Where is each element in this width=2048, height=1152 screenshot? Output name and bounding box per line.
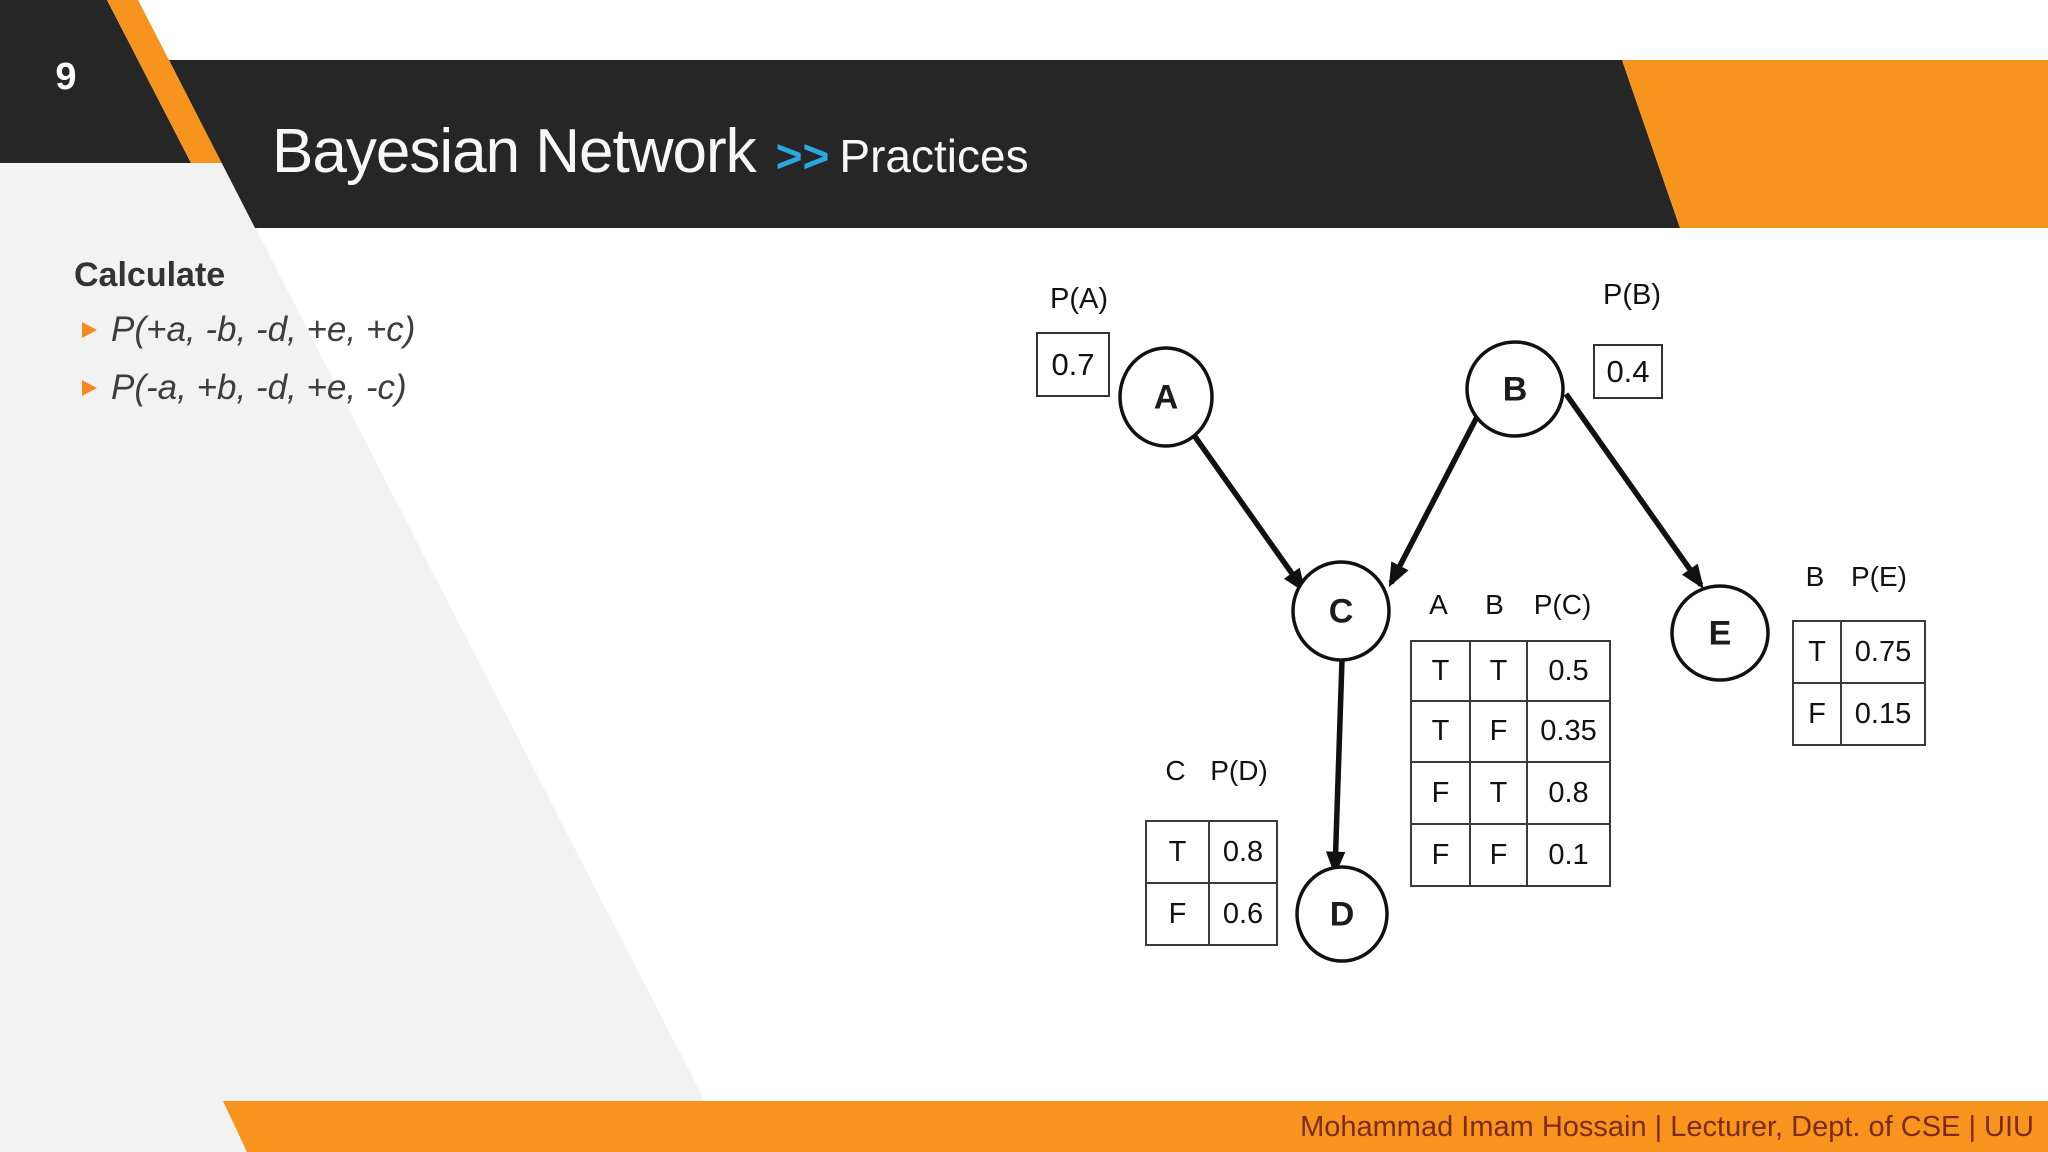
cpt-d-header: C P(D) bbox=[1145, 755, 1272, 787]
prior-b-label: P(B) bbox=[1603, 279, 1661, 311]
title-subtitle: Practices bbox=[839, 130, 1029, 182]
cpt-c-header-pc: P(C) bbox=[1533, 589, 1592, 620]
cpt-c-cell: F bbox=[1469, 700, 1528, 763]
node-e-label: E bbox=[1708, 614, 1732, 653]
cpt-c-cell: T bbox=[1469, 640, 1528, 702]
cpt-c-cell: F bbox=[1469, 823, 1528, 887]
gray-wedge-shape bbox=[0, 163, 731, 1152]
bullet-item: P(-a, +b, -d, +e, -c) bbox=[82, 364, 415, 412]
cpt-d-cell: T bbox=[1145, 820, 1210, 884]
bullet-item: P(+a, -b, -d, +e, +c) bbox=[82, 306, 415, 354]
footer-credit: Mohammad Imam Hossain | Lecturer, Dept. … bbox=[1300, 1111, 2034, 1143]
header-bar bbox=[169, 60, 1680, 228]
cpt-e-header-pe: P(E) bbox=[1851, 561, 1907, 592]
cpt-c-cell: F bbox=[1410, 761, 1471, 825]
cpt-c-header-a: A bbox=[1429, 589, 1448, 620]
node-c-circle bbox=[1291, 560, 1391, 662]
edge-a-c bbox=[1188, 429, 1306, 593]
cpt-d-header-c: C bbox=[1165, 755, 1186, 786]
cpt-e-header-b: B bbox=[1805, 561, 1825, 592]
node-a-label: A bbox=[1153, 378, 1179, 417]
table-row: T T 0.5 bbox=[1410, 640, 1611, 702]
content-heading: Calculate bbox=[74, 256, 226, 294]
slide-number: 9 bbox=[55, 56, 77, 98]
table-row: F 0.6 bbox=[1145, 882, 1278, 946]
prior-b-value-box: 0.4 bbox=[1593, 344, 1663, 399]
title-main: Bayesian Network bbox=[272, 117, 757, 186]
page-title: Bayesian Network >>Practices bbox=[272, 116, 1029, 187]
cpt-d-cell: F bbox=[1145, 882, 1210, 946]
cpt-c-table: T T 0.5 T F 0.35 F T 0.8 F F 0.1 bbox=[1410, 640, 1611, 887]
cpt-d-table: T 0.8 F 0.6 bbox=[1145, 820, 1278, 946]
cpt-e-cell: T bbox=[1792, 620, 1842, 684]
table-row: F 0.15 bbox=[1792, 682, 1926, 746]
table-row: T 0.8 bbox=[1145, 820, 1278, 884]
cpt-c-cell: T bbox=[1410, 640, 1471, 702]
cpt-c-cell: 0.5 bbox=[1526, 640, 1611, 702]
edge-c-d bbox=[1325, 659, 1346, 876]
table-row: T F 0.35 bbox=[1410, 700, 1611, 763]
node-e-circle bbox=[1670, 584, 1770, 682]
cpt-d-cell: 0.8 bbox=[1208, 820, 1278, 884]
cpt-c-cell: T bbox=[1410, 700, 1471, 763]
table-row: F T 0.8 bbox=[1410, 761, 1611, 825]
bullet-text: P(-a, +b, -d, +e, -c) bbox=[111, 368, 407, 407]
node-a-circle bbox=[1118, 346, 1214, 448]
node-c-label: C bbox=[1328, 592, 1354, 631]
table-row: T 0.75 bbox=[1792, 620, 1926, 684]
title-separator-chevrons: >> bbox=[775, 130, 830, 182]
cpt-d-header-pd: P(D) bbox=[1210, 755, 1268, 786]
node-b-label: B bbox=[1502, 370, 1528, 409]
node-d-label: D bbox=[1329, 895, 1355, 934]
top-left-black-corner bbox=[0, 0, 191, 163]
cpt-e-table: T 0.75 F 0.15 bbox=[1792, 620, 1926, 746]
table-row: F F 0.1 bbox=[1410, 823, 1611, 887]
bullet-list: P(+a, -b, -d, +e, +c) P(-a, +b, -d, +e, … bbox=[82, 306, 415, 422]
cpt-e-cell: F bbox=[1792, 682, 1842, 746]
cpt-c-cell: F bbox=[1410, 823, 1471, 887]
cpt-e-cell: 0.15 bbox=[1840, 682, 1926, 746]
prior-a-value-box: 0.7 bbox=[1036, 332, 1110, 397]
cpt-c-header: A B P(C) bbox=[1410, 589, 1603, 621]
cpt-c-header-b: B bbox=[1485, 589, 1504, 620]
footer-bar bbox=[223, 1101, 2048, 1152]
cpt-c-cell: 0.35 bbox=[1526, 700, 1611, 763]
node-b-circle bbox=[1465, 340, 1565, 438]
bullet-triangle-icon bbox=[82, 322, 97, 338]
edge-b-e bbox=[1563, 392, 1704, 589]
cpt-e-cell: 0.75 bbox=[1840, 620, 1926, 684]
orange-stripe bbox=[107, 0, 222, 163]
cpt-e-header: B P(E) bbox=[1792, 561, 1920, 593]
bullet-text: P(+a, -b, -d, +e, +c) bbox=[111, 310, 416, 349]
bullet-triangle-icon bbox=[82, 380, 97, 396]
cpt-d-cell: 0.6 bbox=[1208, 882, 1278, 946]
prior-a-label: P(A) bbox=[1050, 283, 1108, 315]
top-right-orange-corner bbox=[1622, 60, 2048, 228]
cpt-c-cell: 0.8 bbox=[1526, 761, 1611, 825]
edge-b-c bbox=[1388, 411, 1482, 588]
node-d-circle bbox=[1295, 865, 1389, 963]
cpt-c-cell: 0.1 bbox=[1526, 823, 1611, 887]
cpt-c-cell: T bbox=[1469, 761, 1528, 825]
